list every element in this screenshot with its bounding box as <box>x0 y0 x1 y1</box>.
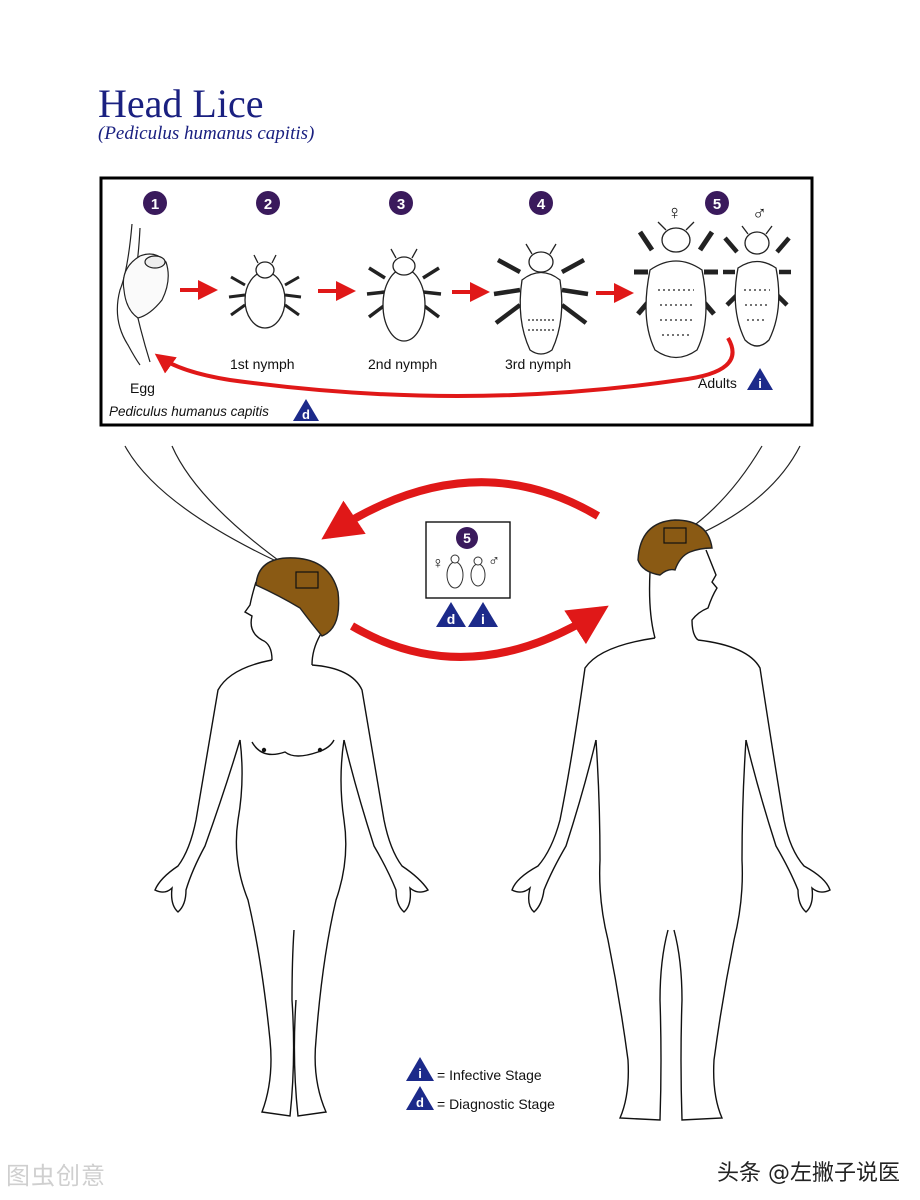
adults-label: Adults <box>698 375 737 391</box>
male-adult-illustration <box>723 225 791 347</box>
egg-illustration <box>116 223 169 366</box>
transmission-female-louse <box>446 554 464 589</box>
stage-2-number: 2 <box>264 196 272 213</box>
diagnostic-stage-marker: d <box>293 399 319 422</box>
transmission-diagnostic-marker: d <box>436 602 466 627</box>
male-hair-callout-box <box>663 527 687 544</box>
watermark-right: 头条 @左撇子说医 <box>717 1161 900 1186</box>
transmission-female-symbol: ♀ <box>432 555 444 572</box>
transmission-male-symbol: ♂ <box>488 553 500 570</box>
stage-2-badge: 2 <box>256 191 280 215</box>
legend-diagnostic-marker: d <box>406 1086 434 1110</box>
watermark-left: 图虫创意 <box>6 1162 106 1190</box>
page-title: Head Lice <box>98 81 264 126</box>
transmission-marker-i: i <box>481 611 485 627</box>
stage-4-badge: 4 <box>529 191 553 215</box>
species-label: Pediculus humanus capitis <box>109 404 269 419</box>
infective-stage-marker: i <box>747 368 773 391</box>
transmission-marker-d: d <box>447 611 456 627</box>
stage-3-number: 3 <box>397 196 405 213</box>
stage-1-number: 1 <box>151 196 159 213</box>
first-nymph-label: 1st nymph <box>230 356 295 372</box>
transmission-stage-badge: 5 <box>456 527 478 549</box>
stage-5-number: 5 <box>713 196 721 213</box>
stage-5-badge: 5 <box>705 191 729 215</box>
stage-4-number: 4 <box>537 196 546 213</box>
legend-infective-marker: i <box>406 1057 434 1081</box>
page-subtitle: (Pediculus humanus capitis) <box>98 123 315 144</box>
male-symbol: ♂ <box>752 203 767 225</box>
arrow-adults-to-egg <box>154 336 735 398</box>
male-figure <box>511 549 831 1121</box>
transmission-stage-number: 5 <box>463 530 471 546</box>
legend-infective-letter: i <box>418 1066 422 1081</box>
third-nymph-illustration <box>493 243 589 355</box>
species-marker-letter: d <box>302 407 310 422</box>
legend-diagnostic-text: = Diagnostic Stage <box>437 1096 555 1112</box>
stage-1-badge: 1 <box>143 191 167 215</box>
female-figure <box>154 581 430 1117</box>
third-nymph-label: 3rd nymph <box>505 356 571 372</box>
female-adult-illustration <box>634 221 718 359</box>
second-nymph-label: 2nd nymph <box>368 356 437 372</box>
transmission-male-louse <box>470 556 486 587</box>
female-symbol: ♀ <box>667 202 682 224</box>
legend-infective-text: = Infective Stage <box>437 1067 542 1083</box>
transmission-arrow-to-male <box>349 605 609 661</box>
first-nymph-illustration <box>228 254 302 329</box>
female-hair-callout-box <box>295 571 319 589</box>
transmission-arrow-to-female <box>321 478 601 540</box>
egg-label: Egg <box>130 380 155 396</box>
second-nymph-illustration <box>366 248 442 342</box>
stage-3-badge: 3 <box>389 191 413 215</box>
legend-diagnostic-letter: d <box>416 1095 424 1110</box>
transmission-infective-marker: i <box>468 602 498 627</box>
female-hair <box>255 557 340 637</box>
adults-marker-letter: i <box>758 376 762 391</box>
male-hair <box>637 519 713 576</box>
